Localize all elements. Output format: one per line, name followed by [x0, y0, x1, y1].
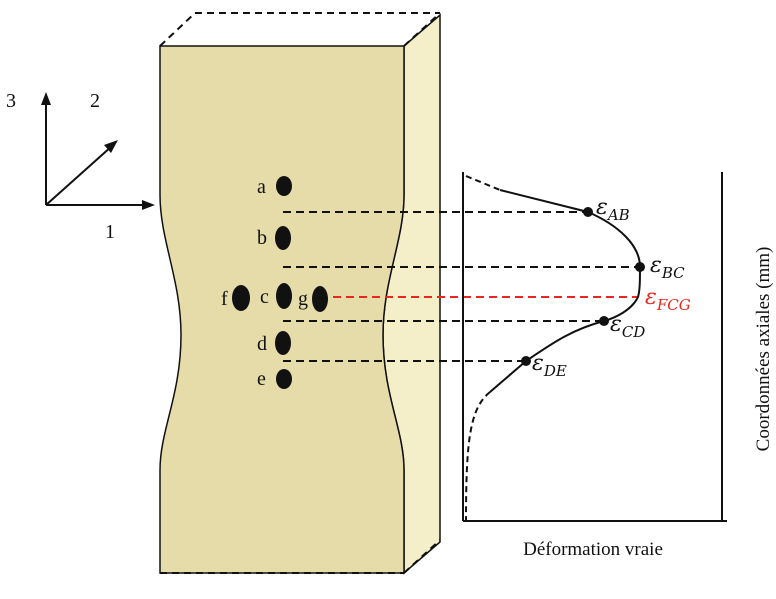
- marker-b: [275, 226, 291, 250]
- point-label-c: c: [260, 286, 269, 308]
- point-label-a: a: [257, 176, 266, 198]
- strain-point-ab: [583, 207, 593, 217]
- coordinate-triad: [41, 92, 155, 210]
- axis-2-label: 2: [90, 90, 100, 112]
- strain-plot-axes: [462, 172, 727, 522]
- strain-label-fcg: εFCG: [645, 285, 691, 314]
- x-axis-title: Déformation vraie: [523, 539, 663, 560]
- marker-e: [276, 369, 292, 389]
- strain-point-de: [521, 356, 531, 366]
- marker-d: [275, 331, 291, 355]
- measurement-markers: [232, 176, 328, 389]
- marker-f: [232, 285, 250, 311]
- strain-points: [521, 207, 645, 366]
- axis-3-label: 3: [6, 90, 16, 112]
- projection-lines: [283, 211, 640, 362]
- axis-3-arrowhead: [41, 92, 51, 105]
- strain-profile-curve: [489, 189, 642, 393]
- axis-1-arrowhead: [142, 200, 155, 210]
- strain-label-de: εDE: [532, 351, 567, 380]
- marker-g: [312, 286, 328, 312]
- strain-profile-dashed-ends: [465, 175, 501, 521]
- strain-point-cd: [599, 316, 609, 326]
- point-label-b: b: [257, 227, 267, 249]
- axis-1-label: 1: [105, 221, 115, 243]
- specimen-front-face: [159, 45, 405, 574]
- axis-2-arrow: [45, 145, 113, 206]
- strain-label-cd: εCD: [610, 312, 645, 341]
- marker-a: [276, 176, 292, 196]
- strain-label-ab: εAB: [596, 195, 630, 224]
- point-label-f: f: [221, 288, 228, 310]
- strain-point-bc: [635, 262, 645, 272]
- strain-label-bc: εBC: [650, 253, 685, 282]
- axis-2-arrowhead: [104, 140, 118, 153]
- marker-c: [276, 283, 292, 309]
- point-label-g: g: [298, 288, 308, 310]
- specimen-dashed-edges: [159, 12, 441, 574]
- point-label-d: d: [257, 333, 267, 355]
- point-label-e: e: [257, 368, 266, 390]
- y-axis-title: Coordonnées axiales (mm): [753, 247, 774, 452]
